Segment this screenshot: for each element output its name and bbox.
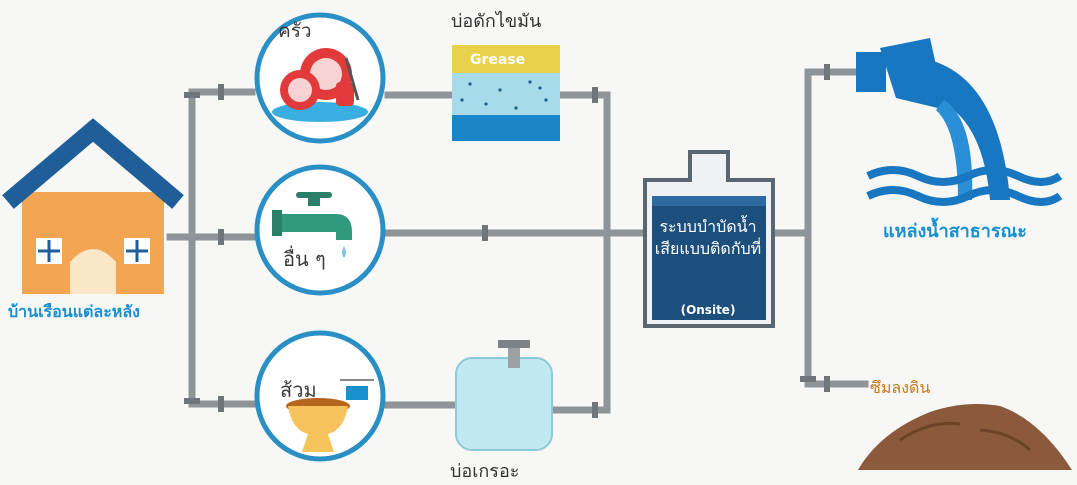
dishes-icon <box>272 48 368 122</box>
other-label: อื่น ๆ <box>283 247 326 271</box>
kitchen-node <box>254 12 386 144</box>
kitchen-label: ครัว <box>278 20 312 42</box>
pipe-joints <box>184 64 830 418</box>
grease-trap-label: บ่อดักไขมัน <box>451 11 542 32</box>
public-water-waves <box>866 166 1063 206</box>
toilet-node <box>254 330 386 462</box>
toilet-icon <box>286 379 374 452</box>
faucet-icon <box>272 192 352 258</box>
treatment-tank <box>643 150 775 328</box>
treatment-en-label: (Onsite) <box>680 303 736 317</box>
house-label: บ้านเรือนแต่ละหลัง <box>8 302 140 321</box>
grease-layer-label: Grease <box>470 52 526 68</box>
public-water-label: แหล่งน้ำสาธารณะ <box>883 221 1027 242</box>
treatment-label: ระบบบำบัดน้ำเสียแบบติดกับที่ <box>654 217 762 258</box>
soil-label: ซึมลงดิน <box>870 378 931 397</box>
house-icon <box>2 118 184 294</box>
soil-pile-icon <box>858 404 1072 470</box>
pipe-network <box>166 68 869 414</box>
toilet-label: ส้วม <box>280 378 317 402</box>
other-node <box>254 164 386 296</box>
septic-tank-label: บ่อเกรอะ <box>450 461 520 482</box>
septic-tank <box>455 340 553 451</box>
grease-trap <box>452 45 560 141</box>
